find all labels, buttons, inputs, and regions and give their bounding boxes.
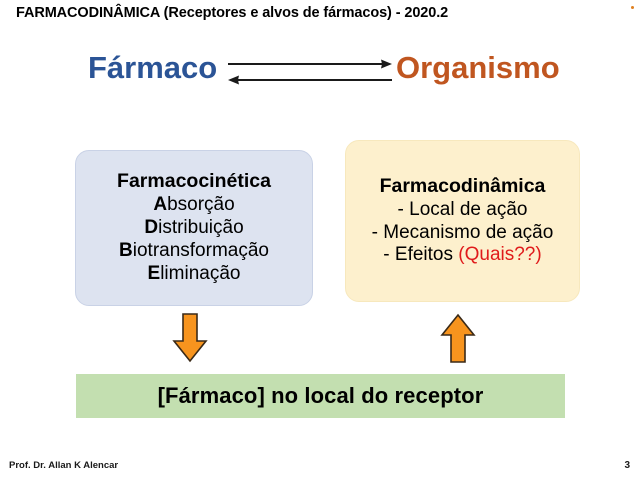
box-farmacocinetica-line-biotransformacao: Biotransformação bbox=[119, 240, 269, 263]
box-farmacocinetica-heading: Farmacocinética bbox=[117, 170, 271, 193]
result-banner-text: [Fármaco] no local do receptor bbox=[157, 383, 484, 408]
box-farmacodinamica: Farmacodinâmica - Local de ação - Mecani… bbox=[345, 140, 580, 302]
flow-arrow-up-icon bbox=[440, 313, 476, 363]
line-rest-absorcao: bsorção bbox=[167, 194, 235, 216]
box-farmacocinetica: Farmacocinética Absorção Distribuição Bi… bbox=[75, 150, 313, 306]
bidirectional-arrow-pair bbox=[226, 58, 394, 90]
footer-author: Prof. Dr. Allan K Alencar bbox=[9, 460, 119, 471]
line-rest-eliminacao: liminação bbox=[160, 262, 241, 284]
box-farmacocinetica-line-absorcao: Absorção bbox=[153, 194, 234, 217]
arrow-right-icon bbox=[228, 59, 392, 69]
page-title: FARMACODINÂMICA (Receptores e alvos de f… bbox=[16, 5, 449, 21]
arrow-left-icon bbox=[228, 75, 392, 85]
corner-speck-icon bbox=[631, 6, 634, 9]
initial-letter-e: E bbox=[147, 262, 161, 284]
line-rest-biotransformacao: iotransformação bbox=[132, 240, 269, 261]
footer-page-number: 3 bbox=[624, 460, 630, 471]
box-farmacocinetica-line-distribuicao: Distribuição bbox=[144, 217, 243, 240]
box-farmacodinamica-line-efeitos: - Efeitos (Quais??) bbox=[383, 244, 541, 267]
initial-letter-d: D bbox=[144, 217, 159, 239]
box-farmacodinamica-line-local: - Local de ação bbox=[397, 198, 528, 220]
box-farmacodinamica-heading: Farmacodinâmica bbox=[379, 174, 546, 197]
initial-letter-a: A bbox=[153, 194, 168, 216]
initial-letter-b: B bbox=[119, 240, 133, 261]
box-farmacodinamica-line-mecanismo: - Mecanismo de ação bbox=[371, 221, 554, 243]
box-farmacocinetica-line-eliminacao: Eliminação bbox=[148, 263, 241, 286]
headline-farmaco: Fármaco bbox=[88, 50, 218, 85]
flow-arrow-down-icon bbox=[172, 313, 208, 363]
line-efeitos-accent: (Quais??) bbox=[458, 244, 542, 266]
line-efeitos-text: - Efeitos bbox=[383, 244, 459, 266]
headline-organismo: Organismo bbox=[396, 50, 560, 85]
result-banner: [Fármaco] no local do receptor bbox=[76, 374, 565, 418]
line-rest-distribuicao: istribuição bbox=[158, 217, 244, 239]
